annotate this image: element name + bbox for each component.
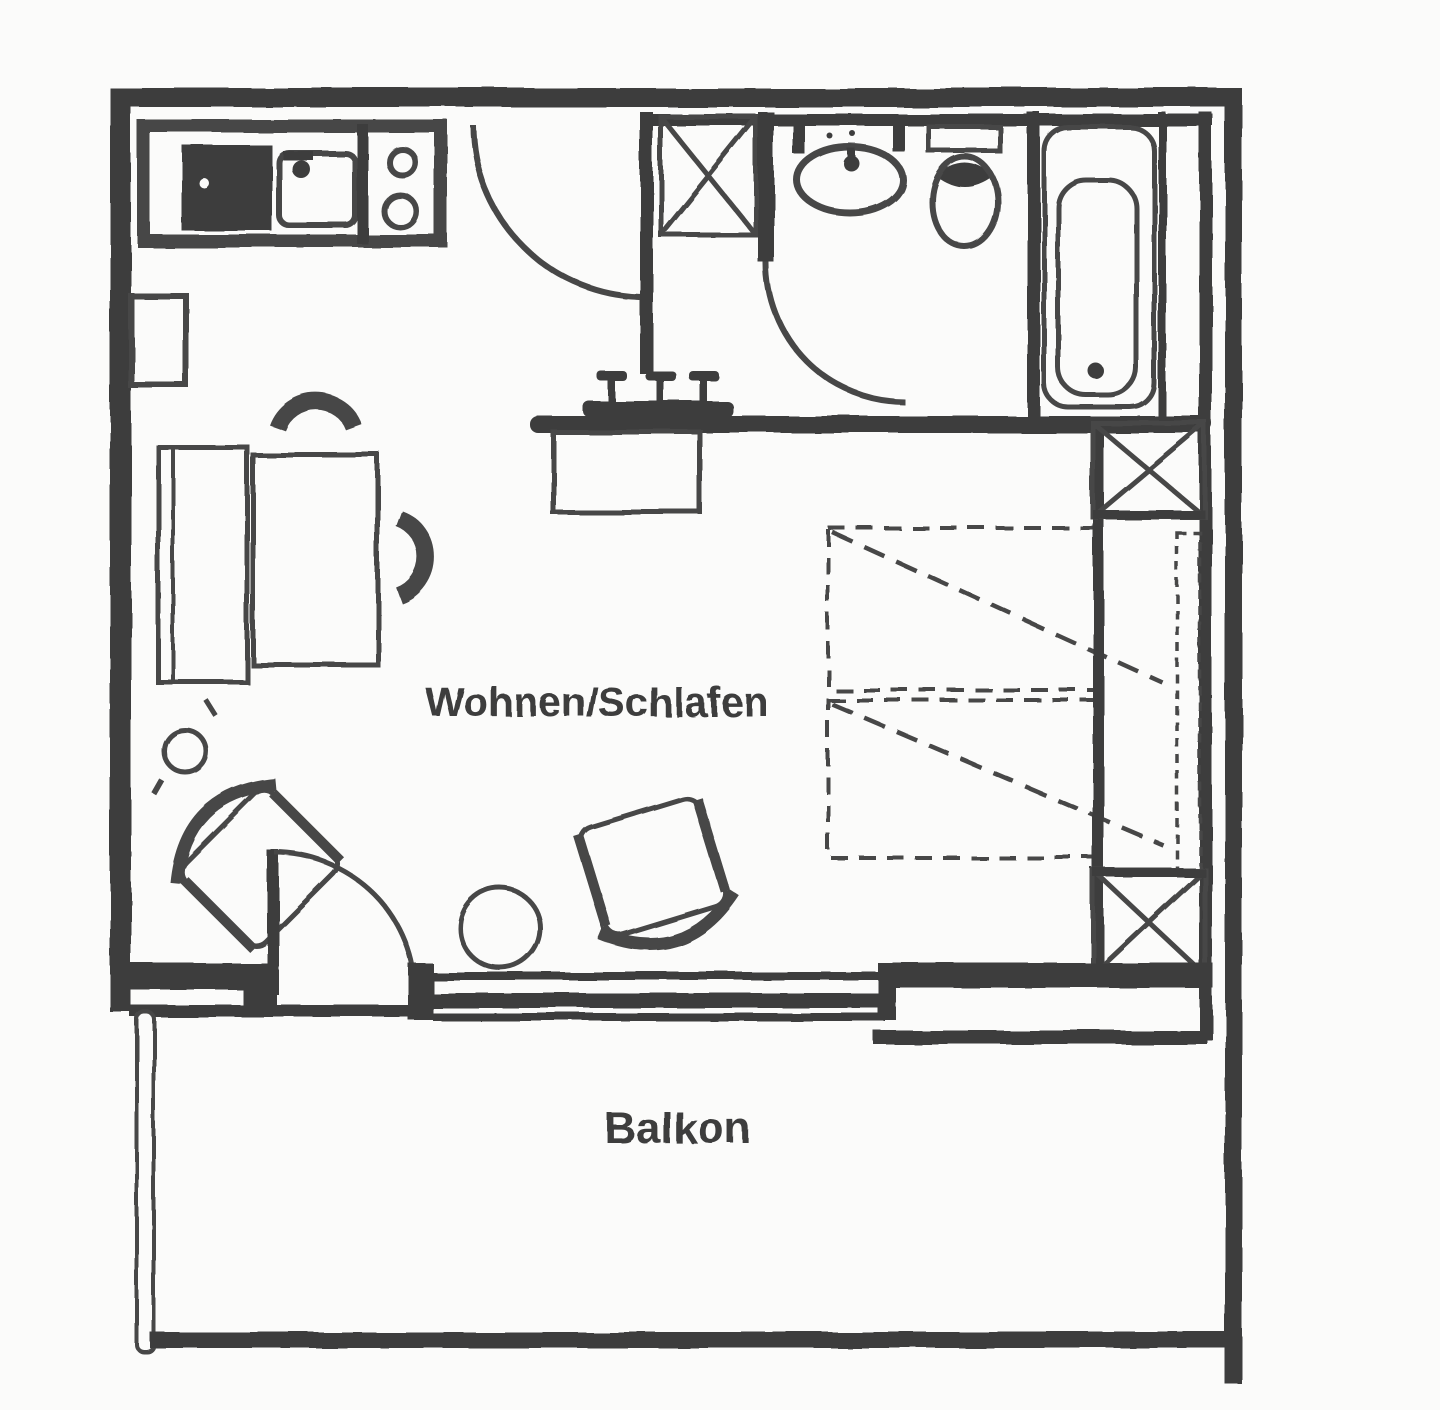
wall-top-inner-bath — [652, 114, 1213, 126]
balcony-door-leaf — [267, 850, 279, 995]
living-area — [151, 392, 740, 971]
bar-stool-icon — [646, 371, 676, 402]
round-table-icon — [457, 885, 543, 971]
tub-side-wall — [1158, 112, 1166, 418]
wall-face-line — [873, 1030, 1207, 1044]
kitchen-counter — [137, 119, 448, 248]
wall-shelf — [155, 444, 250, 685]
washbasin-icon — [793, 126, 907, 217]
wall-face-line — [130, 1005, 415, 1017]
room-label-living: Wohnen/Schlafen — [425, 679, 768, 725]
closet-wall — [1093, 423, 1104, 975]
stove-burner-icon — [386, 146, 418, 178]
entry-hall — [470, 112, 759, 374]
wall-left — [110, 88, 131, 1012]
bar-stool-icon — [689, 371, 719, 402]
faucet-icon — [283, 151, 313, 160]
bar-area — [530, 371, 1213, 515]
window-line — [430, 993, 888, 1008]
bathroom-door-arc-icon — [762, 261, 906, 405]
window-line — [433, 1013, 885, 1021]
balcony — [135, 1010, 1226, 1354]
floor-lamp-icon — [151, 698, 219, 796]
bed-fold-diagonal — [831, 529, 1164, 686]
bed-cabinet-dashed — [1175, 531, 1202, 875]
bathtub-icon — [1041, 124, 1157, 410]
bed-outline-upper — [826, 526, 1097, 692]
tub-nook-wall — [1027, 112, 1040, 418]
closet-column — [1090, 420, 1208, 978]
kitchen — [128, 119, 448, 388]
counter-divider — [357, 124, 368, 244]
outer-walls — [110, 88, 1242, 1384]
interior-wall-band — [530, 416, 1213, 433]
stove-burner-icon — [381, 192, 419, 230]
entry-door-arc-icon — [470, 124, 646, 300]
chair-icon — [395, 510, 435, 604]
balcony-railing-left — [135, 1010, 156, 1354]
bathroom-wall — [758, 112, 774, 262]
bar-table — [550, 429, 703, 515]
wall-top — [110, 88, 1242, 107]
bed-outline-lower — [826, 698, 1097, 860]
balcony-railing-bottom — [150, 1332, 1226, 1348]
closet-x-bottom-icon — [1090, 867, 1208, 978]
toilet-icon — [926, 124, 1003, 250]
wall-segment — [890, 963, 1213, 988]
closet-x-top-icon — [1090, 420, 1208, 520]
desk-table — [250, 452, 381, 668]
hall-wall — [640, 112, 653, 374]
bar-counter — [583, 401, 733, 417]
bed-fold-diagonal — [831, 701, 1164, 848]
hall-wardrobe-x-icon — [658, 114, 759, 238]
armchair-icon — [573, 795, 740, 951]
drain-icon — [1088, 363, 1104, 379]
bar-stool-icon — [597, 371, 627, 402]
wall-segment — [110, 963, 256, 990]
cabinet-knob-icon — [199, 178, 209, 188]
wall-right-inner — [1199, 112, 1212, 1040]
door-post — [408, 963, 433, 1020]
balcony-door-arc-icon — [274, 850, 418, 994]
faucet-knob-icon — [292, 160, 310, 178]
wall-right-outer — [1225, 88, 1242, 1384]
kitchen-sink-icon — [276, 150, 358, 228]
bathroom — [758, 112, 1166, 418]
side-cabinet — [128, 293, 189, 388]
window-line — [433, 972, 885, 980]
armchair-icon — [169, 777, 345, 953]
chair-icon — [269, 392, 363, 432]
fold-away-bed — [826, 526, 1202, 875]
south-wall — [110, 850, 1213, 1044]
kitchen-sink-cabinet-icon — [182, 145, 272, 231]
room-label-balcony: Balkon — [605, 1104, 752, 1153]
